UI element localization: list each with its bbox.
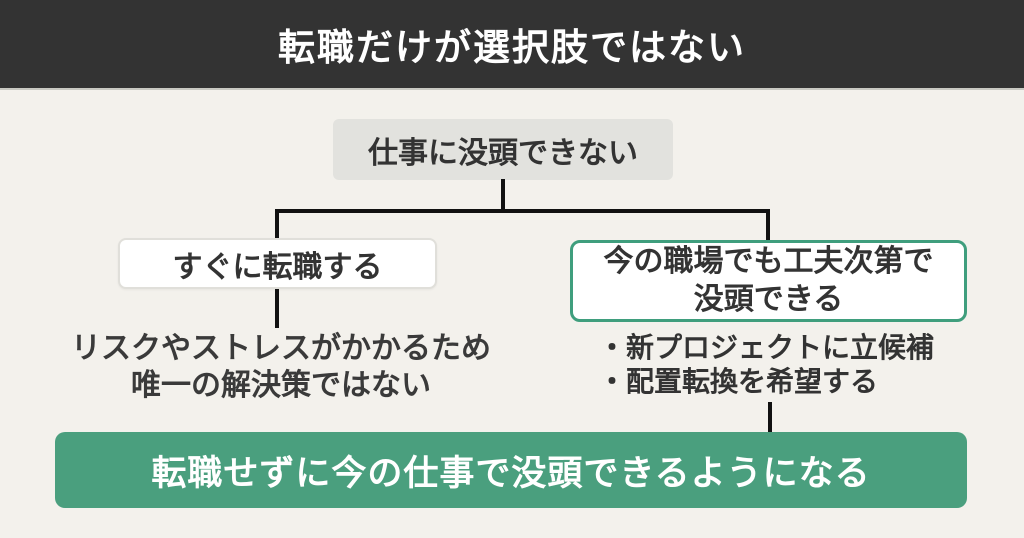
conclusion-label: 転職せずに今の仕事で没頭できるようになる <box>151 453 871 493</box>
connector-horizontal-bar <box>275 209 770 213</box>
title-banner: 転職だけが選択肢ではない <box>0 0 1024 90</box>
root-node-label: 仕事に没頭できない <box>368 136 638 170</box>
connector-conclusion-stem <box>768 402 772 432</box>
connector-root-stem <box>501 179 505 211</box>
left-option-node-change-jobs: すぐに転職する <box>118 238 437 289</box>
connector-right-drop <box>766 209 770 242</box>
root-node-cannot-immerse: 仕事に没頭できない <box>333 119 673 180</box>
left-option-note: リスクやストレスがかかるため 唯一の解決策ではない <box>28 330 534 404</box>
left-note-line2: 唯一の解決策ではない <box>131 369 431 402</box>
right-option-label-line2: 没頭できる <box>693 283 844 316</box>
connector-left-note-stem <box>275 289 279 328</box>
right-option-label-line1: 今の職場でも工夫次第で <box>603 245 934 278</box>
left-note-line1: リスクやストレスがかかるため <box>71 332 491 365</box>
right-option-bullet-list: ・新プロジェクトに立候補 ・配置転換を希望する <box>598 331 934 399</box>
right-option-node-immerse-current-job: 今の職場でも工夫次第で 没頭できる <box>570 240 967 322</box>
bullet-item-reassignment: ・配置転換を希望する <box>598 366 879 397</box>
conclusion-banner: 転職せずに今の仕事で没頭できるようになる <box>55 432 967 508</box>
connector-left-drop <box>275 209 279 240</box>
left-option-label: すぐに転職する <box>172 250 383 284</box>
bullet-item-new-project: ・新プロジェクトに立候補 <box>598 332 935 363</box>
page-title: 転職だけが選択肢ではない <box>278 27 746 68</box>
